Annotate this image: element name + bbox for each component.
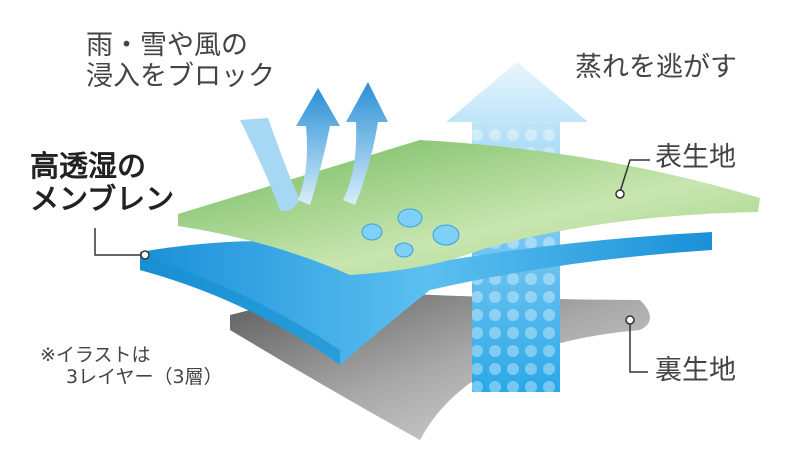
block-label-line2: 浸入をブロック: [86, 61, 275, 93]
vapor-label: 蒸れを逃がす: [575, 52, 737, 83]
note-line2: 3レイヤー（3層）: [66, 365, 223, 388]
membrane-label-line1: 高透湿の: [30, 149, 147, 183]
block-label-line1: 雨・雪や風の: [86, 30, 248, 61]
rain-arrow-icon: [296, 88, 340, 205]
water-droplets: [361, 208, 460, 258]
membrane-layer: [140, 232, 712, 365]
membrane-label: 高透湿の メンブレン: [30, 149, 175, 217]
rain-arrow-icon: [343, 82, 388, 205]
block-label: 雨・雪や風の 浸入をブロック: [86, 30, 275, 92]
outer-fabric-layer: [178, 140, 760, 275]
inner-fabric-label: 裏生地: [655, 355, 736, 386]
membrane-label-line2: メンブレン: [30, 182, 175, 217]
outer-fabric-label: 表生地: [655, 142, 736, 173]
wind-arrow-icon: [240, 118, 300, 212]
note-line1: ※イラストは: [40, 344, 151, 366]
note: ※イラストは 3レイヤー（3層）: [40, 344, 223, 389]
